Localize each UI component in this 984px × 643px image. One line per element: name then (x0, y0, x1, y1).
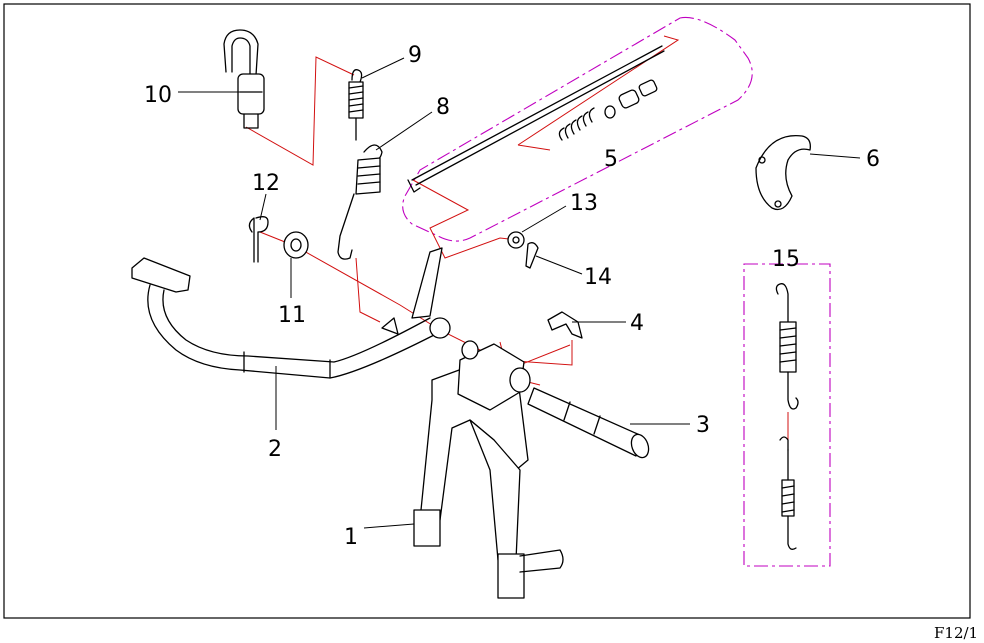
callout-14: 14 (584, 265, 612, 290)
part-2-lever-arm (131, 247, 451, 379)
part-9-spring (348, 69, 364, 141)
part-6-retaining-ring (755, 134, 811, 211)
part-15-spring-pair (775, 283, 799, 550)
callout-12: 12 (252, 171, 280, 196)
part-1-main-stand (413, 340, 564, 599)
callout-8: 8 (436, 95, 450, 120)
part-8-return-spring (337, 144, 383, 260)
part-5-rod-assembly (407, 45, 665, 193)
diagram-frame (3, 3, 971, 619)
callout-1: 1 (344, 525, 358, 550)
group-boundary-rod (402, 16, 753, 242)
callout-3: 3 (696, 413, 710, 438)
callout-13: 13 (570, 191, 598, 216)
callout-5: 5 (604, 147, 618, 172)
part-13-washer (507, 231, 525, 249)
group-boundary-springs (743, 263, 831, 567)
part-11-washer (283, 231, 309, 259)
callout-2: 2 (268, 437, 282, 462)
callout-15: 15 (772, 247, 800, 272)
callout-9: 9 (408, 43, 422, 68)
part-12-cotter-pin (248, 216, 269, 263)
part-4-bracket (547, 311, 583, 339)
part-14-pin (525, 242, 539, 269)
callout-11: 11 (278, 303, 306, 328)
callout-10: 10 (144, 83, 172, 108)
part-10-fitting (223, 29, 265, 129)
figure-code: F12/1 (934, 624, 978, 642)
callout-4: 4 (630, 311, 644, 336)
leader-lines (178, 57, 861, 529)
callout-6: 6 (866, 147, 880, 172)
part-3-pivot-shaft (527, 387, 650, 459)
